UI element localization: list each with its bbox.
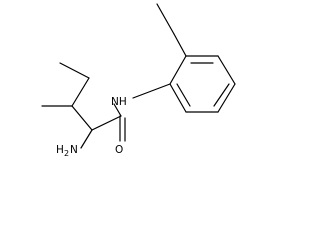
ring-bond-6 [169,55,187,85]
structure-canvas: NH O H 2 N [41,3,236,158]
amine-n-label: N [70,144,78,156]
carbonyl-nh-bond [113,103,122,117]
gamma-delta-bond [59,62,90,79]
ring-double-bond-inner-3 [176,83,191,107]
amine-subscript-label: 2 [64,149,69,158]
carbonyl-oxygen-label: O [115,144,123,156]
amine-h-label: H [56,144,64,156]
ring-bond-5 [169,83,187,113]
molecule-drawing: NH O H 2 N [41,3,236,158]
ring-double-bond-inner-2 [213,83,230,107]
nh-ring-bond [132,83,171,99]
beta-gamma-bond [71,77,90,107]
alpha-carbonyl-bond [91,115,122,131]
amide-nh-label: NH [111,96,127,108]
alpha-beta-bond [71,105,93,131]
ring-bond-2 [217,55,236,85]
ethyl-ch3-bond [156,3,175,35]
ethyl-ch2-ring-bond [173,33,187,57]
alpha-amine-bond [80,129,93,149]
ring-bond-3 [217,83,236,113]
